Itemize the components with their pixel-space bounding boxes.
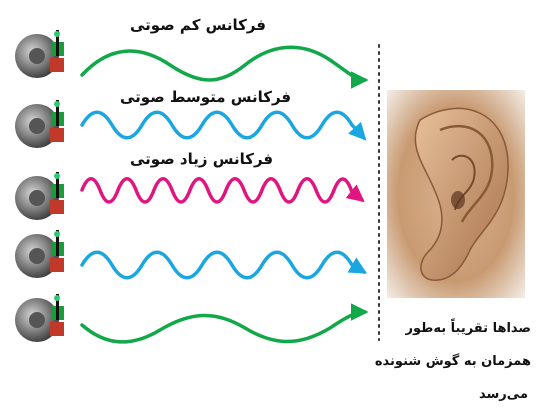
caption-line-1: صداها تقریباً به‌طور xyxy=(405,321,531,336)
wave-low-frequency-top xyxy=(80,45,369,89)
wave-mid-frequency-upper xyxy=(80,110,367,141)
label-mid-frequency: فرکانس متوسط صوتی xyxy=(120,88,292,106)
label-low-frequency: فرکانس کم صوتی xyxy=(130,16,266,34)
speaker-icon-2 xyxy=(15,100,64,148)
speaker-icon-5 xyxy=(15,294,64,342)
speaker-icon-1 xyxy=(15,30,64,78)
caption-line-3: می‌رسد xyxy=(479,387,528,402)
speaker-icon-4 xyxy=(15,230,64,278)
wave-high-frequency xyxy=(80,177,365,204)
caption-line-2: همزمان به گوش شنونده xyxy=(374,354,531,369)
wave-low-frequency-bottom xyxy=(80,303,369,344)
ear-image xyxy=(387,90,525,298)
wave-mid-frequency-lower xyxy=(80,250,368,280)
speaker-icon-3 xyxy=(15,172,64,220)
label-high-frequency: فرکانس زیاد صوتی xyxy=(130,150,274,168)
